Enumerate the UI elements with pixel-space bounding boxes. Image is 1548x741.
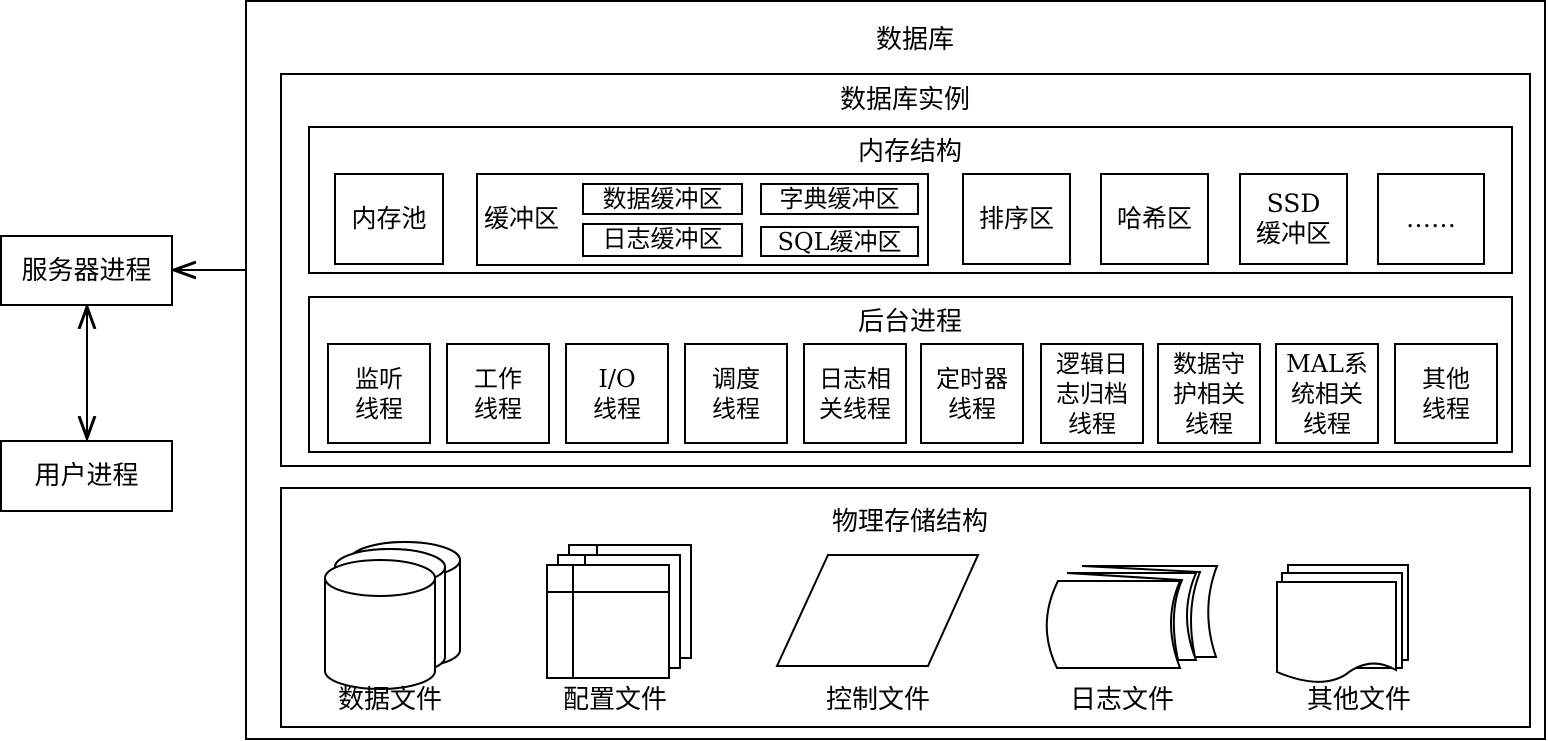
memory-structure-title: 内存结构 <box>857 137 962 167</box>
thread-box: 数据守 护相关 线程 <box>1157 343 1261 444</box>
buffer-label: 缓冲区 <box>484 204 560 233</box>
thread-box: 监听 线程 <box>327 343 431 444</box>
thread-box: 其他 线程 <box>1394 343 1498 444</box>
more-areas-label: …… <box>1406 204 1456 233</box>
thread-label: 日志相 关线程 <box>819 364 891 423</box>
hash-area: 哈希区 <box>1100 173 1209 265</box>
file-label-config: 配置文件 <box>562 685 667 715</box>
thread-label: 监听 线程 <box>355 364 403 423</box>
thread-box: MAL系 统相关 线程 <box>1275 343 1379 444</box>
thread-label: 工作 线程 <box>474 364 522 423</box>
sort-area: 排序区 <box>962 173 1071 265</box>
thread-box: 逻辑日 志归档 线程 <box>1040 343 1144 444</box>
file-label-control: 控制文件 <box>825 685 930 715</box>
buffer-box <box>476 173 929 266</box>
more-areas: …… <box>1377 173 1485 265</box>
hash-area-label: 哈希区 <box>1116 204 1192 233</box>
physical-storage-title: 物理存储结构 <box>831 507 988 537</box>
dictionary-buffer: 字典缓冲区 <box>760 183 919 215</box>
data-buffer: 数据缓冲区 <box>582 183 743 215</box>
log-file-icon <box>1045 565 1219 669</box>
file-label-data: 数据文件 <box>337 685 442 715</box>
thread-box: 定时器 线程 <box>920 343 1024 444</box>
instance-title: 数据库实例 <box>839 85 970 115</box>
log-buffer: 日志缓冲区 <box>582 223 743 257</box>
thread-label: MAL系 统相关 线程 <box>1286 349 1368 438</box>
thread-box: 工作 线程 <box>446 343 550 444</box>
user-process-label: 用户进程 <box>34 461 139 491</box>
memory-pool-label: 内存池 <box>351 204 427 233</box>
background-process-box <box>308 296 1513 453</box>
thread-label: 数据守 护相关 线程 <box>1173 349 1245 438</box>
thread-label: 定时器 线程 <box>936 364 1008 423</box>
thread-label: 其他 线程 <box>1422 364 1470 423</box>
file-label-log: 日志文件 <box>1069 685 1174 715</box>
sort-area-label: 排序区 <box>978 204 1054 233</box>
config-file-icon <box>546 544 692 679</box>
memory-pool: 内存池 <box>334 173 444 265</box>
server-process-label: 服务器进程 <box>21 255 152 286</box>
thread-label: I/O 线程 <box>593 364 641 423</box>
background-process-title: 后台进程 <box>857 307 962 337</box>
thread-label: 调度 线程 <box>712 364 760 423</box>
server-process-box: 服务器进程 <box>0 235 173 306</box>
sql-buffer: SQL缓冲区 <box>760 226 919 257</box>
user-process-box: 用户进程 <box>0 440 173 512</box>
ssd-buffer: SSD 缓冲区 <box>1239 173 1348 265</box>
data-file-icon <box>324 541 461 690</box>
thread-box: 日志相 关线程 <box>803 343 907 444</box>
other-file-icon <box>1276 564 1409 683</box>
thread-box: 调度 线程 <box>684 343 788 444</box>
thread-label: 逻辑日 志归档 线程 <box>1056 349 1128 438</box>
control-file-icon <box>775 554 980 667</box>
file-label-other: 其他文件 <box>1306 685 1411 715</box>
ssd-buffer-label: SSD 缓冲区 <box>1255 189 1331 248</box>
database-title: 数据库 <box>875 25 954 55</box>
thread-box: I/O 线程 <box>565 343 669 444</box>
